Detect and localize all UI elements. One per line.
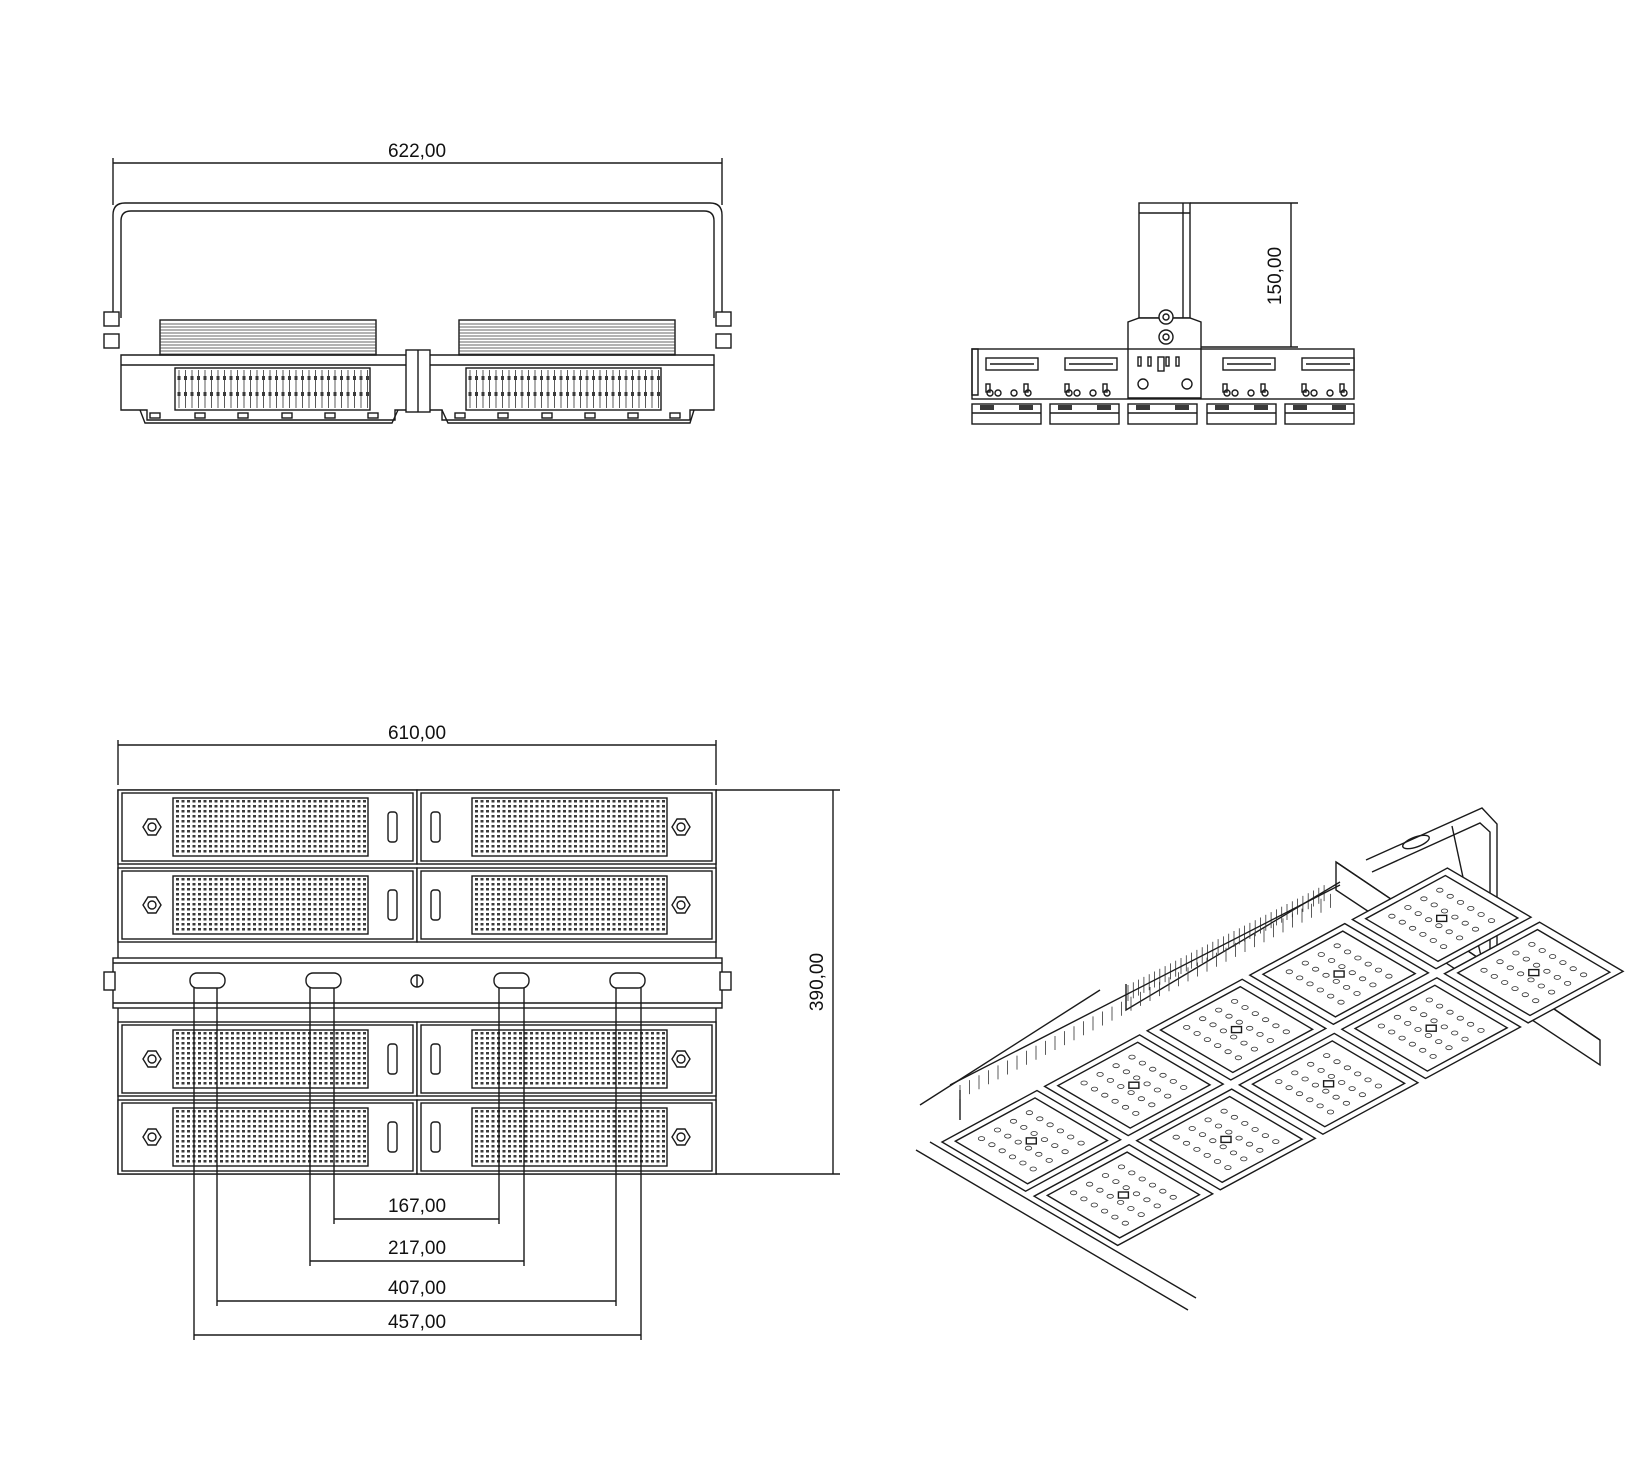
dimension-610: 610,00	[388, 723, 446, 744]
side-view: 150,00	[971, 202, 1355, 425]
dimension-217: 217,00	[388, 1238, 446, 1259]
dimension-407: 407,00	[388, 1278, 446, 1299]
dimension-390: 390,00	[807, 953, 828, 1011]
dimension-167: 167,00	[388, 1196, 446, 1217]
dimension-150: 150,00	[1265, 247, 1286, 305]
top-view: 610,00 390,00 167,00 217,00	[103, 723, 840, 1340]
dimension-622: 622,00	[388, 141, 446, 162]
front-view: 622,00	[103, 141, 732, 424]
isometric-view	[915, 807, 1625, 1311]
dimension-457: 457,00	[388, 1312, 446, 1333]
